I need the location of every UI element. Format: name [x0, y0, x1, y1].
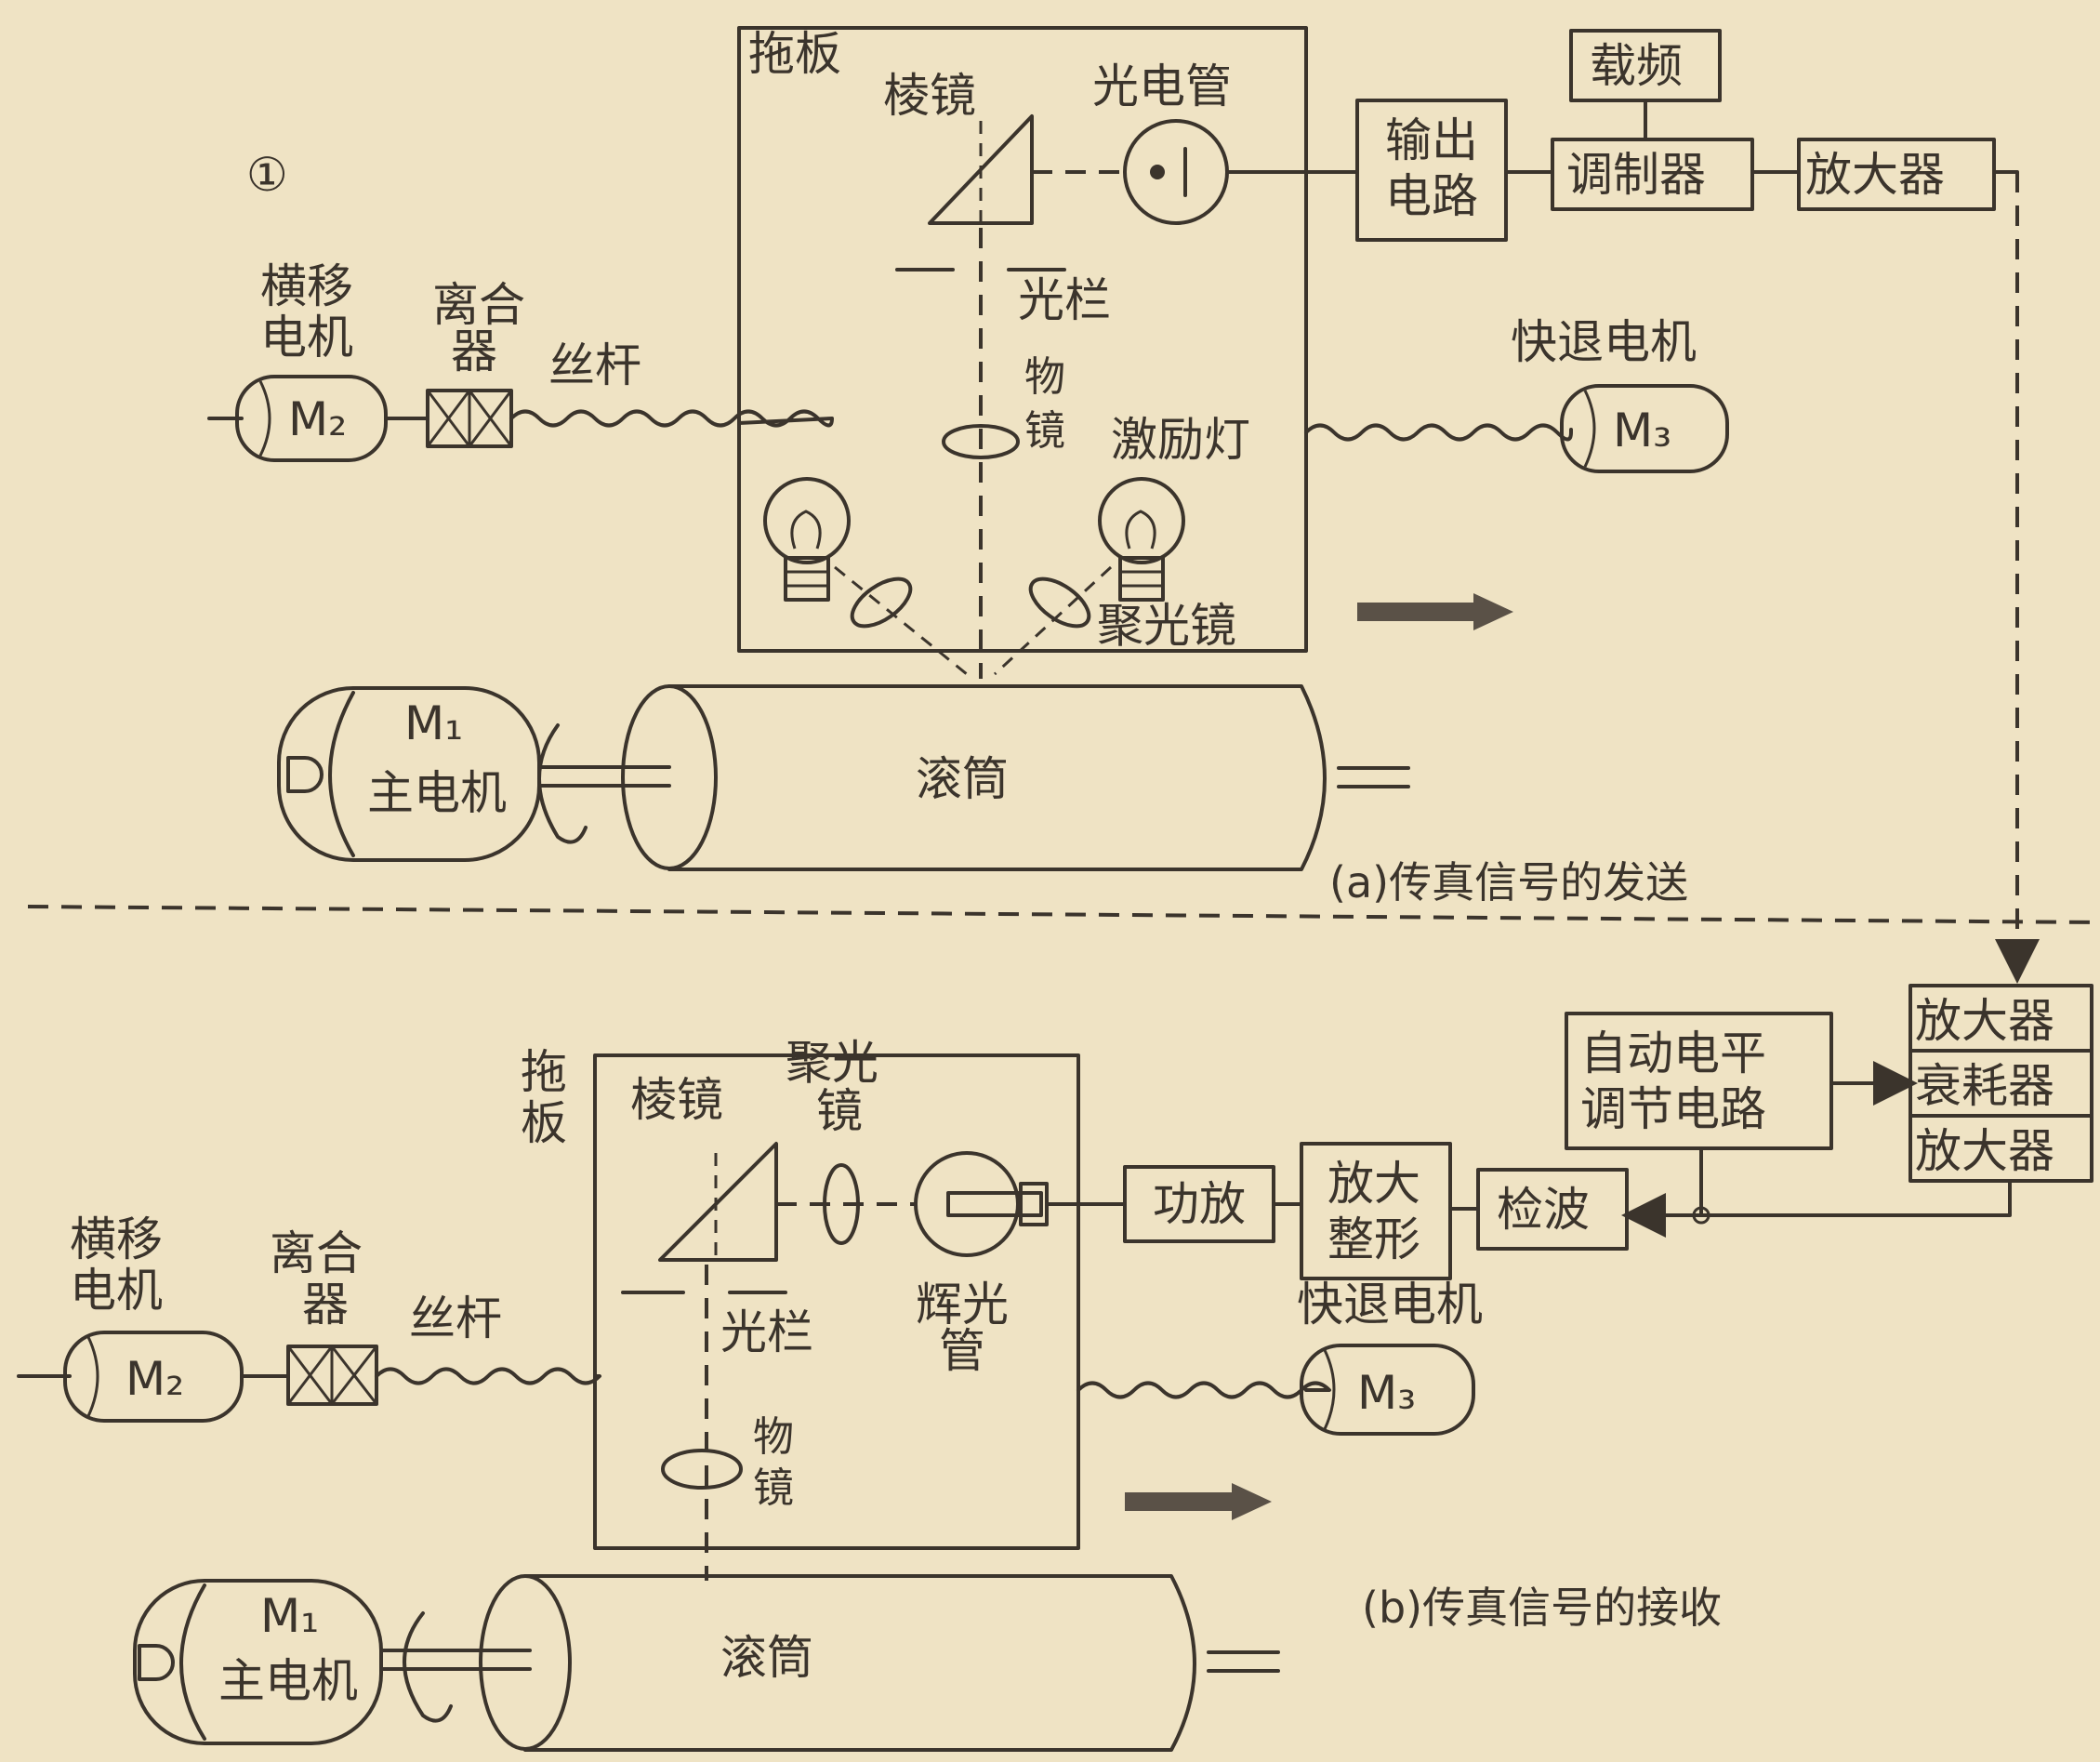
- section-divider: [27, 905, 2100, 924]
- send-condenser-label: 聚光镜: [1097, 599, 1236, 653]
- send-clutch-label-1: 离合: [432, 278, 525, 332]
- send-motion-arrow: [1357, 593, 1513, 630]
- recv-glow-tube-label-1: 辉光: [916, 1278, 1009, 1331]
- recv-traverse-label-1: 横移: [70, 1212, 163, 1266]
- recv-lead-screw: [375, 1367, 601, 1385]
- send-return-motor: [1560, 384, 1729, 473]
- send-drum: [621, 684, 1410, 871]
- send-modulator-label: 调制器: [1566, 148, 1706, 202]
- send-amplifier-box: [1797, 138, 1996, 211]
- recv-objective-label-1: 物: [753, 1413, 794, 1461]
- recv-condenser-label-2: 镜: [816, 1084, 863, 1138]
- recv-return-motor: [1300, 1344, 1475, 1436]
- send-traverse-label-2: 电机: [260, 311, 353, 364]
- send-return-screw: [1304, 423, 1573, 442]
- send-aperture-label: 光栏: [1018, 273, 1111, 327]
- send-clutch: [426, 389, 513, 448]
- recv-agc-box: [1565, 1012, 1833, 1150]
- recv-amp-shaping-label-1: 放大: [1327, 1157, 1420, 1211]
- recv-m2-label: M₂: [125, 1352, 184, 1406]
- recv-clutch-label-2: 器: [302, 1278, 349, 1331]
- send-condenser-right: [1028, 576, 1091, 629]
- send-lead-screw: [509, 409, 834, 428]
- recv-return-screw: [1076, 1381, 1331, 1399]
- send-traverse-label-1: 横移: [260, 259, 353, 313]
- recv-carriage-label-2: 板: [521, 1096, 567, 1150]
- recv-objective-label-2: 镜: [753, 1464, 794, 1512]
- receive-section: 拖 板 棱镜 聚光 镜 辉光 管 光栏 物 镜 M₂: [17, 984, 2093, 1752]
- recv-glow-tube: [914, 1151, 1049, 1257]
- recv-rotation-arrow: [403, 1611, 453, 1723]
- send-m1-label: M₁: [404, 696, 463, 750]
- recv-detector-label: 检波: [1497, 1183, 1590, 1237]
- recv-amplifier-bottom-label: 放大器: [1915, 1124, 2054, 1178]
- recv-motion-arrow: [1125, 1483, 1272, 1520]
- send-m2-label: M₂: [288, 392, 347, 446]
- recv-caption: (b)传真信号的接收: [1362, 1583, 1722, 1633]
- send-carriage-box: [737, 26, 1308, 653]
- send-carriage-label: 拖板: [748, 27, 841, 81]
- recv-agc-label-1: 自动电平: [1580, 1027, 1766, 1080]
- recv-glow-tube-label-2: 管: [939, 1324, 985, 1378]
- recv-drum-label: 滚筒: [720, 1631, 813, 1685]
- send-modulator-box: [1551, 138, 1754, 211]
- send-phototube-label: 光电管: [1092, 60, 1232, 113]
- recv-lead-screw-label: 丝杆: [409, 1292, 502, 1345]
- recv-main-motor-label: 主电机: [218, 1654, 358, 1708]
- recv-condenser-label-1: 聚光: [786, 1036, 878, 1090]
- send-prism-label: 棱镜: [883, 69, 976, 123]
- send-objective-label-1: 物: [1024, 353, 1065, 401]
- send-exciter-lamp-right: [1098, 477, 1185, 602]
- recv-carriage-box: [593, 1053, 1080, 1550]
- send-phototube: [1123, 119, 1229, 225]
- recv-power-amp-label: 功放: [1153, 1177, 1246, 1231]
- recv-carriage-label-1: 拖: [521, 1045, 567, 1099]
- recv-traverse-label-2: 电机: [70, 1264, 163, 1318]
- send-exciter-lamp-left: [763, 477, 851, 602]
- send-clutch-label-2: 器: [451, 325, 497, 378]
- recv-aperture-label: 光栏: [720, 1305, 813, 1359]
- send-amplifier-label: 放大器: [1805, 148, 1945, 202]
- recv-clutch-label-1: 离合: [270, 1226, 363, 1280]
- send-output-label-2: 电路: [1385, 169, 1478, 223]
- recv-objective-lens: [661, 1449, 743, 1490]
- recv-clutch: [286, 1345, 378, 1406]
- send-drum-label: 滚筒: [916, 752, 1009, 806]
- send-return-motor-label: 快退电机: [1511, 315, 1697, 369]
- send-objective-label-2: 镜: [1024, 407, 1065, 455]
- recv-prism: [658, 1142, 778, 1262]
- send-main-motor-label: 主电机: [367, 766, 507, 820]
- recv-m3-label: M₃: [1357, 1366, 1416, 1420]
- recv-agc-label-2: 调节电路: [1580, 1082, 1766, 1136]
- send-output-label-1: 输出: [1385, 113, 1478, 167]
- recv-drum: [479, 1574, 1280, 1752]
- recv-main-motor: [133, 1579, 383, 1745]
- send-section: 拖板 棱镜 光电管 光栏 物 镜: [207, 26, 2040, 984]
- send-carrier-label: 载频: [1590, 39, 1683, 93]
- recv-m1-label: M₁: [260, 1589, 319, 1643]
- send-caption: (a)传真信号的发送: [1329, 857, 1688, 907]
- send-rotation-arrow: [537, 723, 588, 844]
- send-prism: [928, 114, 1034, 225]
- send-exciter-lamp-label: 激励灯: [1111, 413, 1250, 467]
- recv-amp-shaping-label-2: 整形: [1327, 1212, 1420, 1266]
- send-lead-screw-label: 丝杆: [548, 338, 641, 392]
- send-condenser-left: [850, 576, 913, 629]
- recv-amplifier-top-label: 放大器: [1915, 994, 2054, 1048]
- send-m3-label: M₃: [1613, 404, 1671, 457]
- figure-number: ①: [246, 148, 288, 202]
- recv-attenuator-label: 衰耗器: [1915, 1059, 2054, 1113]
- send-objective-lens: [942, 424, 1020, 459]
- recv-prism-label: 棱镜: [630, 1073, 723, 1127]
- recv-amp-shaping-box: [1300, 1142, 1452, 1280]
- recv-return-motor-label: 快退电机: [1297, 1278, 1483, 1331]
